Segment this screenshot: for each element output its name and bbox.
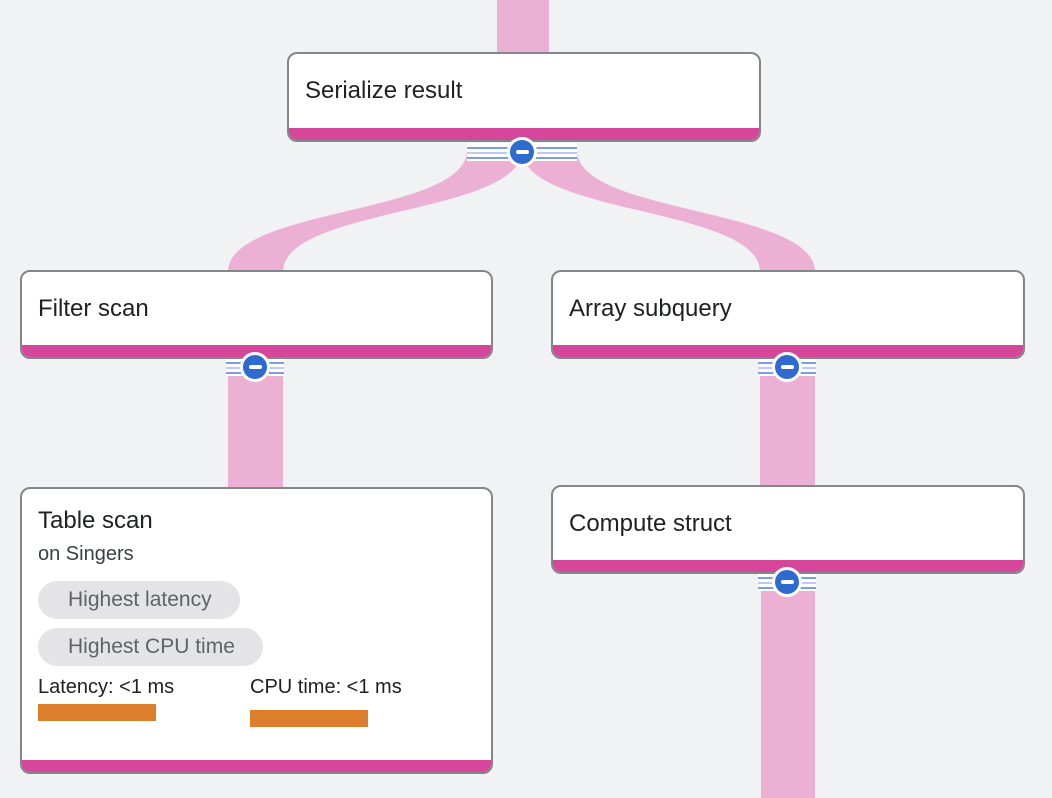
latency-metric: Latency: <1 ms [38,674,250,727]
collapse-button-serialize-result[interactable] [507,137,537,167]
flow-edge-above-to-serialize-result [497,0,549,58]
minus-icon [515,150,529,154]
node-serialize-result[interactable]: Serialize result [287,52,761,142]
badge-row: Highest latency [38,581,475,619]
node-body: Filter scan [22,272,491,345]
latency-bar [38,704,156,721]
node-body: Serialize result [289,54,759,128]
cpu-time-metric-label: CPU time: <1 ms [250,676,402,698]
badge-highest-latency: Highest latency [38,581,240,619]
node-filter-scan[interactable]: Filter scan [20,270,493,359]
node-array-subquery[interactable]: Array subquery [551,270,1025,359]
node-body: Compute struct [553,487,1023,560]
node-footer-bar [22,760,491,772]
flow-edge-serialize-result-to-filter-scan [228,150,522,272]
node-title: Table scan [38,507,153,534]
node-footer-bar [553,345,1023,357]
cpu-time-bar [250,710,368,727]
latency-metric-label: Latency: <1 ms [38,676,175,698]
node-body: Table scan on Singers Highest latency Hi… [22,489,491,760]
flow-edge-filter-scan-to-table-scan [228,358,283,490]
minus-icon [780,580,794,584]
metrics-row: Latency: <1 ms CPU time: <1 ms [38,674,475,727]
flow-edge-serialize-result-to-array-subquery [522,150,815,272]
node-title: Filter scan [38,294,149,322]
flow-edge-compute-struct-to-below [761,570,815,798]
node-title: Array subquery [569,294,732,322]
cpu-time-metric: CPU time: <1 ms [250,674,402,727]
badge-highest-cpu-time: Highest CPU time [38,628,263,666]
node-footer-bar [22,345,491,357]
badge-row: Highest CPU time [38,628,475,666]
node-body: Array subquery [553,272,1023,345]
node-table-scan[interactable]: Table scan on Singers Highest latency Hi… [20,487,493,774]
collapse-button-filter-scan[interactable] [240,352,270,382]
node-footer-bar [289,128,759,140]
collapse-button-array-subquery[interactable] [772,352,802,382]
minus-icon [248,365,262,369]
node-title: Compute struct [569,509,732,537]
node-subtitle: on Singers [38,543,134,565]
node-compute-struct[interactable]: Compute struct [551,485,1025,574]
node-title: Serialize result [305,77,463,104]
flow-edge-array-subquery-to-compute-struct [760,358,815,488]
minus-icon [780,365,794,369]
node-footer-bar [553,560,1023,572]
collapse-button-compute-struct[interactable] [772,567,802,597]
